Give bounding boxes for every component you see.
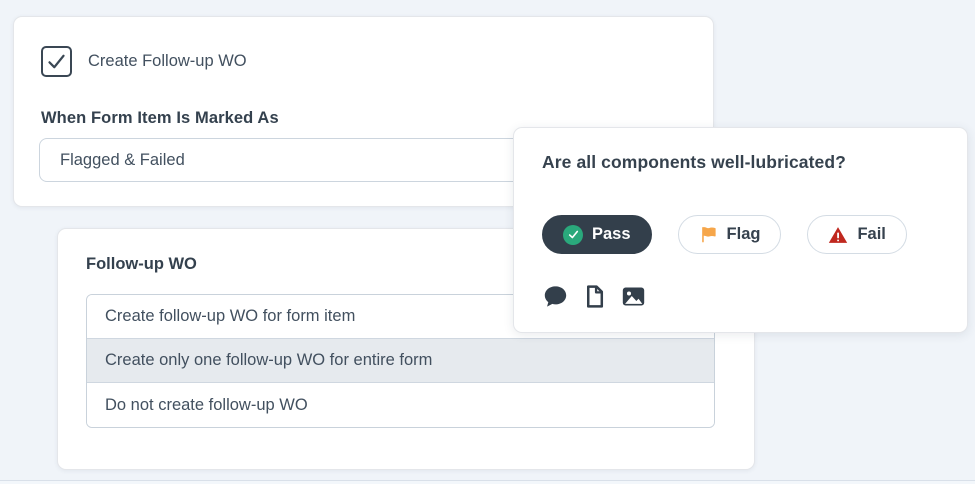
fail-button[interactable]: Fail	[807, 215, 907, 254]
fail-button-label: Fail	[857, 225, 886, 243]
image-icon[interactable]	[620, 283, 647, 310]
question-title: Are all components well-lubricated?	[542, 152, 846, 172]
followup-options-card: Follow-up WO Create follow-up WO for for…	[57, 228, 755, 470]
create-followup-checkbox-row: Create Follow-up WO	[41, 46, 247, 77]
flag-button-label: Flag	[726, 225, 761, 243]
attachment-icon-row	[542, 283, 647, 310]
form-item-question-card: Are all components well-lubricated? Pass…	[513, 127, 968, 333]
marked-as-field-label: When Form Item Is Marked As	[41, 109, 279, 127]
comment-icon[interactable]	[542, 283, 569, 310]
list-item[interactable]: Create only one follow-up WO for entire …	[87, 339, 714, 383]
warning-triangle-icon	[828, 225, 848, 245]
followup-wo-label: Follow-up WO	[86, 255, 197, 273]
create-followup-checkbox[interactable]	[41, 46, 72, 77]
pass-button-label: Pass	[592, 225, 631, 243]
flag-icon	[699, 225, 718, 244]
check-circle-icon	[563, 224, 583, 245]
pass-button[interactable]: Pass	[542, 215, 652, 254]
flag-button[interactable]: Flag	[677, 215, 782, 254]
list-item[interactable]: Do not create follow-up WO	[87, 383, 714, 427]
checkmark-icon	[46, 51, 67, 72]
answer-button-row: Pass Flag Fail	[542, 215, 907, 254]
followup-settings-card: Create Follow-up WO When Form Item Is Ma…	[13, 16, 714, 207]
create-followup-label: Create Follow-up WO	[88, 52, 247, 70]
file-icon[interactable]	[582, 284, 607, 309]
marked-as-selected-value: Flagged & Failed	[60, 150, 185, 169]
